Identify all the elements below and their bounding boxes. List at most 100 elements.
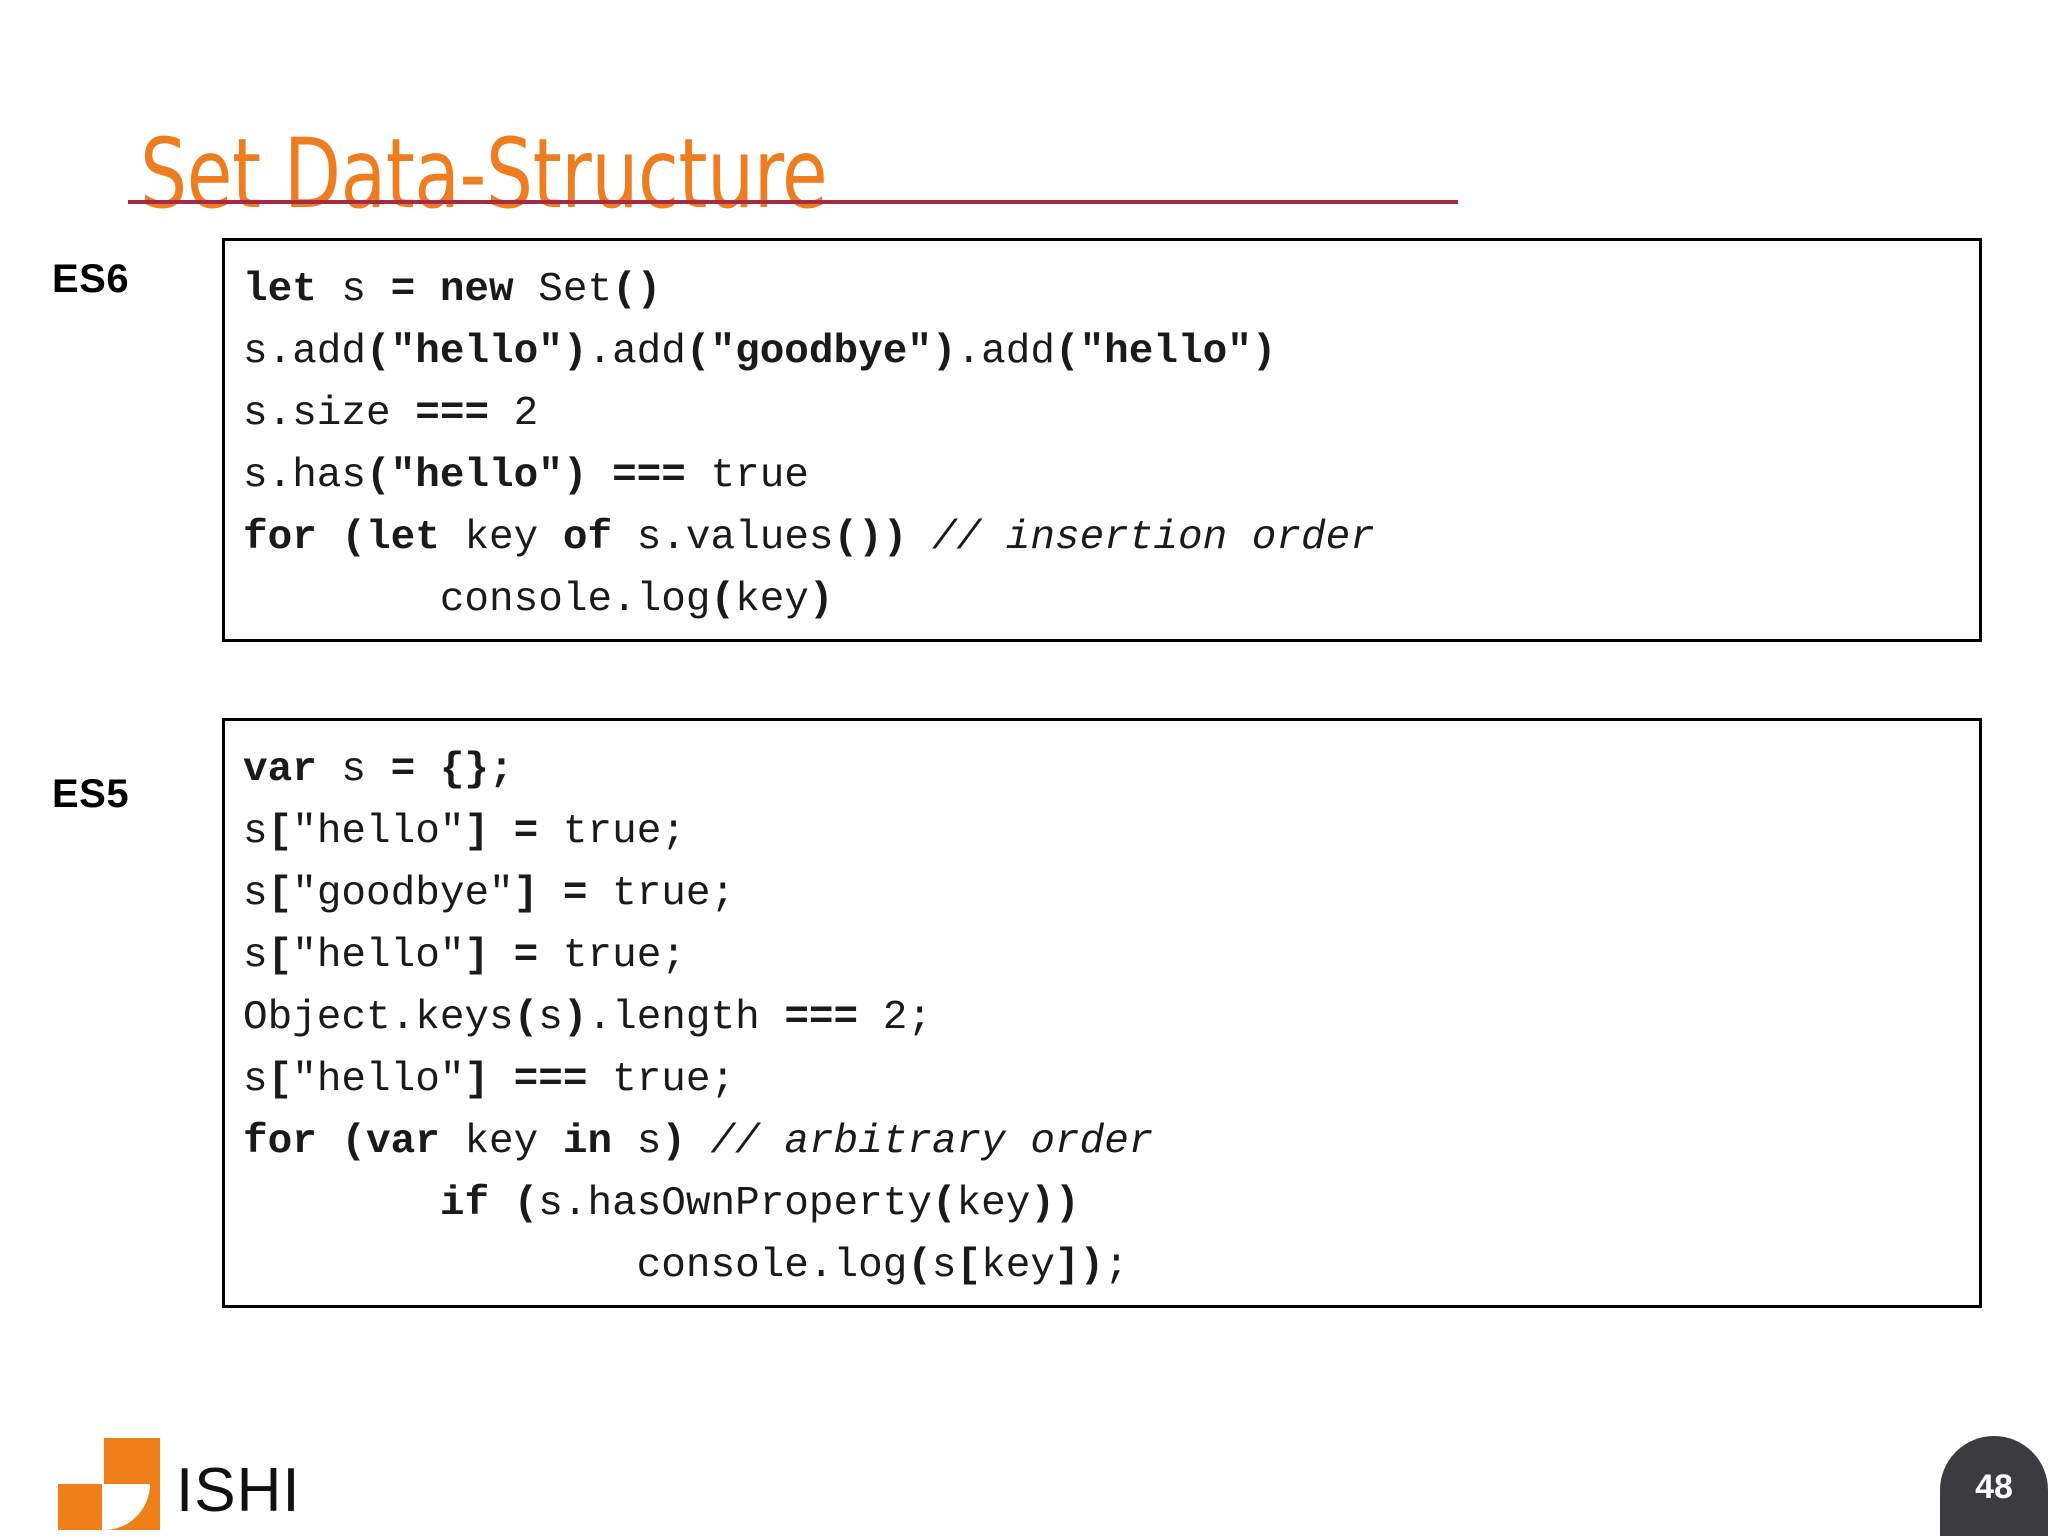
- code-token: console.log: [243, 577, 711, 623]
- code-token: key: [735, 577, 809, 623]
- code-token: [489, 1057, 514, 1103]
- code-token: "hello": [292, 1057, 465, 1103]
- code-token: .add: [956, 329, 1055, 375]
- code-token: (: [710, 577, 736, 623]
- code-line: s["hello"] = true;: [243, 801, 1979, 863]
- code-token: ): [808, 577, 834, 623]
- code-token: "hello": [292, 809, 465, 855]
- code-line: s["goodbye"] = true;: [243, 863, 1979, 925]
- code-line: s.has("hello") === true: [243, 445, 1979, 507]
- code-token: s: [538, 995, 563, 1041]
- code-token: ): [562, 995, 588, 1041]
- code-token: =: [513, 933, 539, 979]
- code-token: [686, 1119, 711, 1165]
- es6-label: ES6: [52, 257, 130, 301]
- code-token: ]): [1054, 1243, 1105, 1289]
- code-line: let s = new Set(): [243, 259, 1979, 321]
- code-token: ]: [464, 933, 490, 979]
- code-block-es5: var s = {};s["hello"] = true;s["goodbye"…: [222, 718, 1982, 1308]
- code-token: [: [956, 1243, 982, 1289]
- code-token: =: [562, 871, 588, 917]
- code-line: var s = {};: [243, 739, 1979, 801]
- code-token: = new: [390, 267, 514, 313]
- code-token: [538, 871, 563, 917]
- code-token: in: [562, 1119, 613, 1165]
- code-token: ===: [415, 391, 490, 437]
- code-token: s: [316, 267, 391, 313]
- code-token: [489, 809, 514, 855]
- code-token: key: [439, 1119, 563, 1165]
- code-token: ()): [833, 515, 908, 561]
- code-comment: // arbitrary order: [710, 1119, 1154, 1165]
- code-token: [907, 515, 932, 561]
- code-token: ("hello"): [366, 329, 588, 375]
- code-token: (: [907, 1243, 932, 1289]
- code-token: ]: [464, 1057, 490, 1103]
- code-token: "goodbye": [292, 871, 514, 917]
- title-divider: [128, 200, 1458, 204]
- code-token: s: [931, 1243, 957, 1289]
- code-line: console.log(s[key]);: [243, 1235, 1979, 1297]
- code-token: true;: [587, 1057, 736, 1103]
- code-token: true;: [538, 809, 686, 855]
- code-token: s: [243, 933, 268, 979]
- code-token: [: [267, 871, 293, 917]
- code-token: s.size: [243, 391, 416, 437]
- code-line: console.log(key): [243, 569, 1979, 631]
- code-token: ===: [612, 453, 686, 499]
- code-token: if (: [439, 1181, 539, 1227]
- logo-wordmark: ISHI: [176, 1456, 301, 1525]
- code-token: s: [316, 747, 391, 793]
- page-number-badge: 48: [1940, 1436, 2048, 1536]
- code-token: Set: [513, 267, 613, 313]
- es5-label: ES5: [52, 772, 130, 816]
- code-token: )): [1030, 1181, 1080, 1227]
- code-token: true: [685, 453, 809, 499]
- code-token: console.log: [243, 1243, 908, 1289]
- code-token: s.values: [612, 515, 834, 561]
- code-token: s.add: [243, 329, 367, 375]
- code-token: [587, 453, 612, 499]
- page-title: Set Data-Structure: [140, 118, 828, 231]
- code-token: true;: [587, 871, 736, 917]
- code-token: let: [243, 267, 317, 313]
- code-token: Object.keys: [243, 995, 514, 1041]
- code-line: for (var key in s) // arbitrary order: [243, 1111, 1979, 1173]
- code-token: "hello": [292, 933, 465, 979]
- code-token: s: [243, 1057, 268, 1103]
- code-token: for (let: [243, 515, 440, 561]
- code-token: (: [931, 1181, 957, 1227]
- code-token: ): [661, 1119, 686, 1165]
- code-line: s.size === 2: [243, 383, 1979, 445]
- code-token: s: [243, 809, 268, 855]
- code-line: s["hello"] === true;: [243, 1049, 1979, 1111]
- code-token: ===: [513, 1057, 588, 1103]
- code-token: s.hasOwnProperty: [538, 1181, 932, 1227]
- logo-square-icon: [58, 1484, 102, 1530]
- code-token: 2: [489, 391, 539, 437]
- page-number: 48: [1975, 1468, 2013, 1506]
- code-token: ("hello"): [366, 453, 588, 499]
- code-token: ("hello"): [1054, 329, 1277, 375]
- code-token: var: [243, 747, 317, 793]
- code-token: s: [612, 1119, 662, 1165]
- code-token: .add: [587, 329, 686, 375]
- code-token: ]: [513, 871, 539, 917]
- code-token: key: [981, 1243, 1055, 1289]
- code-token: true;: [538, 933, 686, 979]
- code-line: if (s.hasOwnProperty(key)): [243, 1173, 1979, 1235]
- code-token: ]: [464, 809, 490, 855]
- code-token: = {};: [390, 747, 514, 793]
- code-token: (): [612, 267, 662, 313]
- code-token: s: [243, 871, 268, 917]
- code-token: of: [562, 515, 613, 561]
- ishi-logo: ISHI: [58, 1438, 301, 1530]
- code-token: [: [267, 1057, 293, 1103]
- code-token: ("goodbye"): [685, 329, 957, 375]
- code-token: 2;: [858, 995, 932, 1041]
- code-token: .length: [587, 995, 785, 1041]
- code-token: ;: [1104, 1243, 1129, 1289]
- code-token: [: [267, 933, 293, 979]
- code-line: for (let key of s.values()) // insertion…: [243, 507, 1979, 569]
- code-block-es6: let s = new Set()s.add("hello").add("goo…: [222, 238, 1982, 642]
